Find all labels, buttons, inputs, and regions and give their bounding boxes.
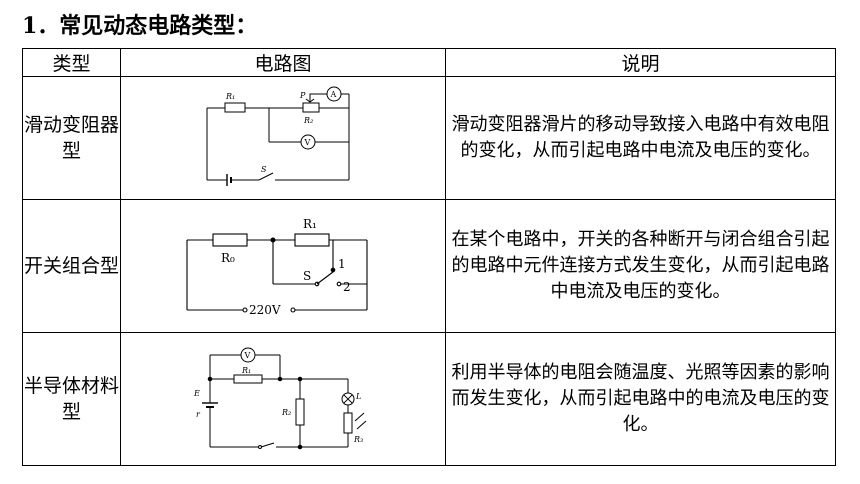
resistor-r0 <box>212 233 248 247</box>
resistor-r1 <box>233 374 263 384</box>
type-cell: 开关组合型 <box>22 199 121 334</box>
label-emf: E <box>193 389 200 398</box>
label-ammeter: A <box>330 90 337 99</box>
table-header-row: 类型 电路图 说明 <box>22 48 836 77</box>
label-contact-2: 2 <box>343 280 351 294</box>
diagram-cell: V R₁ E r R₂ L R₃ <box>120 332 446 466</box>
label-internal-resistance: r <box>196 410 201 419</box>
table-row: 半导体材料型 <box>22 332 836 466</box>
light-arrow <box>356 420 367 430</box>
label-p: P <box>299 91 306 100</box>
resistor-r2 <box>295 398 305 426</box>
label-source: 220V <box>249 303 281 317</box>
type-cell: 半导体材料型 <box>22 332 121 466</box>
terminal-left <box>242 307 248 313</box>
label-r1: R₁ <box>225 92 235 101</box>
label-r1: R₁ <box>303 217 317 231</box>
header-type: 类型 <box>22 48 121 77</box>
description-cell: 在某个电路中，开关的各种断开与闭合组合引起的电路中元件连接方式发生变化，从而引起… <box>445 199 836 334</box>
resistor-r1 <box>224 102 246 113</box>
switch <box>260 442 275 448</box>
table-row: 开关组合型 <box>22 199 836 334</box>
switch-contact-2 <box>336 281 342 287</box>
description-cell: 滑动变阻器滑片的移动导致接入电路中有效电阻的变化，从而引起电路中电流及电压的变化… <box>445 75 836 201</box>
diagram-cell: R₀ R₁ S 1 2 220V <box>120 199 446 334</box>
label-r1: R₁ <box>241 366 251 375</box>
label-contact-1: 1 <box>338 257 346 271</box>
rheostat-r2 <box>302 102 320 113</box>
switch-s-blade <box>316 271 334 285</box>
terminal-right <box>290 307 296 313</box>
label-r3: R₃ <box>353 435 363 444</box>
label-switch: S <box>303 269 311 283</box>
light-arrow <box>354 412 365 422</box>
rheostat-circuit-diagram: R₁ P R₂ A V S <box>206 86 350 187</box>
label-r2: R₂ <box>281 408 291 417</box>
semiconductor-circuit-diagram: V R₁ E r R₂ L R₃ <box>193 347 367 450</box>
header-description: 说明 <box>445 48 836 77</box>
table-row: 滑动变阻器型 <box>22 75 836 201</box>
switch-circuit-diagram: R₀ R₁ S 1 2 220V <box>186 217 368 317</box>
diagram-cell: R₁ P R₂ A V S <box>120 75 446 201</box>
label-voltmeter: V <box>304 138 311 147</box>
resistor-r1 <box>294 233 330 247</box>
type-cell: 滑动变阻器型 <box>22 75 121 201</box>
label-r0: R₀ <box>221 251 235 265</box>
label-switch: S <box>261 165 267 174</box>
label-lamp: L <box>355 392 361 401</box>
photoresistor-r3 <box>343 412 353 434</box>
section-heading: 1．常见动态电路类型： <box>22 13 258 39</box>
switch-s <box>258 172 274 181</box>
circuit-types-table: 类型 电路图 说明 滑动变阻器型 <box>22 48 836 466</box>
label-r2: R₂ <box>303 116 313 125</box>
header-diagram: 电路图 <box>120 48 446 77</box>
description-cell: 利用半导体的电阻会随温度、光照等因素的影响而发生变化，从而引起电路中的电流及电压… <box>445 332 836 466</box>
label-voltmeter: V <box>244 351 251 360</box>
